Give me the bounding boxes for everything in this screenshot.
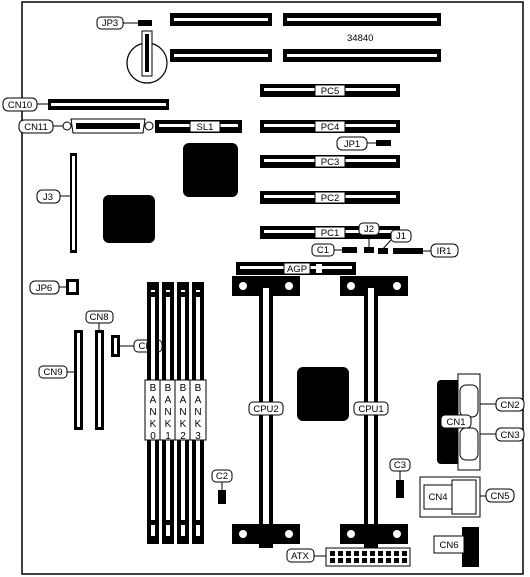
- battery: [126, 30, 168, 84]
- connector-ir1: IR1: [393, 243, 459, 258]
- connector-cn6: CN6: [433, 527, 479, 567]
- chipset-upper: [183, 143, 238, 197]
- pc3-label: PC3: [321, 157, 339, 168]
- chipset-center: [297, 367, 349, 421]
- bank3-letter-3: N: [194, 407, 201, 418]
- jp1-label: JP1: [344, 139, 360, 150]
- bank0-letter-4: K: [150, 419, 157, 430]
- jumper-j2: J2: [358, 222, 380, 253]
- bank1-letter-2: A: [165, 395, 172, 406]
- connector-cn2: CN2: [480, 397, 525, 412]
- bank2-letter-2: A: [180, 395, 187, 406]
- connector-c3: C3: [389, 458, 411, 498]
- bank2-letter-1: B: [180, 383, 187, 394]
- connector-cn9: CN9: [38, 330, 83, 430]
- connector-cn8: CN8: [85, 310, 114, 430]
- ir1-label: IR1: [437, 246, 452, 257]
- pc2-label: PC2: [321, 193, 339, 204]
- jumper-j1: J1: [378, 229, 412, 254]
- bank0-letter-3: N: [149, 407, 156, 418]
- jp6-label: JP6: [36, 283, 52, 294]
- cn11-label: CN11: [24, 122, 48, 133]
- pc4-label: PC4: [321, 122, 339, 133]
- c2-label: C2: [216, 471, 228, 482]
- cn9-label: CN9: [43, 367, 62, 378]
- connector-c1: C1: [311, 243, 357, 257]
- cn6-label: CN6: [439, 540, 458, 551]
- bank0-letter-5: 0: [150, 431, 156, 442]
- bank3-letter-2: A: [195, 395, 202, 406]
- jumper-jp6: JP6: [29, 279, 79, 295]
- connector-atx: ATX: [286, 547, 411, 567]
- connector-c2: C2: [211, 469, 233, 504]
- cpu2-slot: CPU2: [232, 276, 300, 548]
- c1-label: C1: [317, 245, 329, 256]
- pc5-label: PC5: [321, 86, 339, 97]
- bank1-letter-3: N: [164, 407, 171, 418]
- dimm-bank-3: B A N K 3: [189, 282, 207, 544]
- slot-sl1: SL1: [155, 120, 242, 133]
- pci-slot-pc3: PC3: [260, 155, 400, 168]
- connector-cn5: CN5: [480, 488, 515, 503]
- agp-slot: AGP: [236, 262, 356, 275]
- j2-label: J2: [364, 224, 374, 235]
- pci-slot-pc2: PC2: [260, 191, 400, 204]
- cn3-label: CN3: [500, 430, 519, 441]
- j1-label: J1: [396, 231, 406, 242]
- dimm-bank-2: B A N K 2: [174, 282, 192, 544]
- dimm-bank-0: B A N K 0: [144, 282, 162, 544]
- pc1-label: PC1: [321, 228, 339, 239]
- cn4-label: CN4: [428, 492, 447, 503]
- pci-slot-pc4: PC4: [260, 120, 400, 133]
- bank1-letter-5: 1: [165, 431, 171, 442]
- chipset-lower: [103, 195, 155, 243]
- bank1-letter-4: K: [165, 419, 172, 430]
- sl1-label: SL1: [197, 122, 214, 133]
- jp3-label: JP3: [102, 18, 118, 29]
- board-id-text: 34840: [347, 33, 373, 44]
- bank0-letter-2: A: [150, 395, 157, 406]
- j3-label: J3: [43, 192, 53, 203]
- cn5-label: CN5: [490, 491, 509, 502]
- connector-cn11: CN11: [18, 118, 154, 134]
- bank1-letter-1: B: [165, 383, 172, 394]
- jumper-jp1: JP1: [336, 136, 391, 151]
- bank2-letter-4: K: [180, 419, 187, 430]
- cn8-label: CN8: [89, 312, 108, 323]
- cn2-label: CN2: [500, 400, 519, 411]
- pci-slot-pc5: PC5: [260, 84, 400, 97]
- c3-label: C3: [394, 460, 406, 471]
- bank3-letter-1: B: [195, 383, 202, 394]
- cpu2-label: CPU2: [253, 404, 278, 415]
- bank2-letter-3: N: [179, 407, 186, 418]
- cn1-label: CN1: [446, 417, 465, 428]
- atx-label: ATX: [291, 551, 309, 562]
- bank3-letter-5: 3: [195, 431, 201, 442]
- connector-cn3: CN3: [480, 427, 525, 442]
- dimm-bank-1: B A N K 1: [159, 282, 177, 544]
- connector-cn10: CN10: [2, 97, 169, 112]
- bank3-letter-4: K: [195, 419, 202, 430]
- cn10-label: CN10: [8, 100, 32, 111]
- connector-cn1: CN1: [437, 373, 481, 471]
- connector-cn4: CN4: [419, 476, 481, 518]
- connector-j3: J3: [36, 153, 77, 253]
- cpu1-slot: CPU1: [340, 276, 408, 548]
- cpu1-label: CPU1: [358, 404, 383, 415]
- agp-label: AGP: [287, 264, 307, 275]
- bank0-letter-1: B: [150, 383, 157, 394]
- jumper-jp3: JP3: [96, 16, 152, 30]
- bank2-letter-5: 2: [180, 431, 186, 442]
